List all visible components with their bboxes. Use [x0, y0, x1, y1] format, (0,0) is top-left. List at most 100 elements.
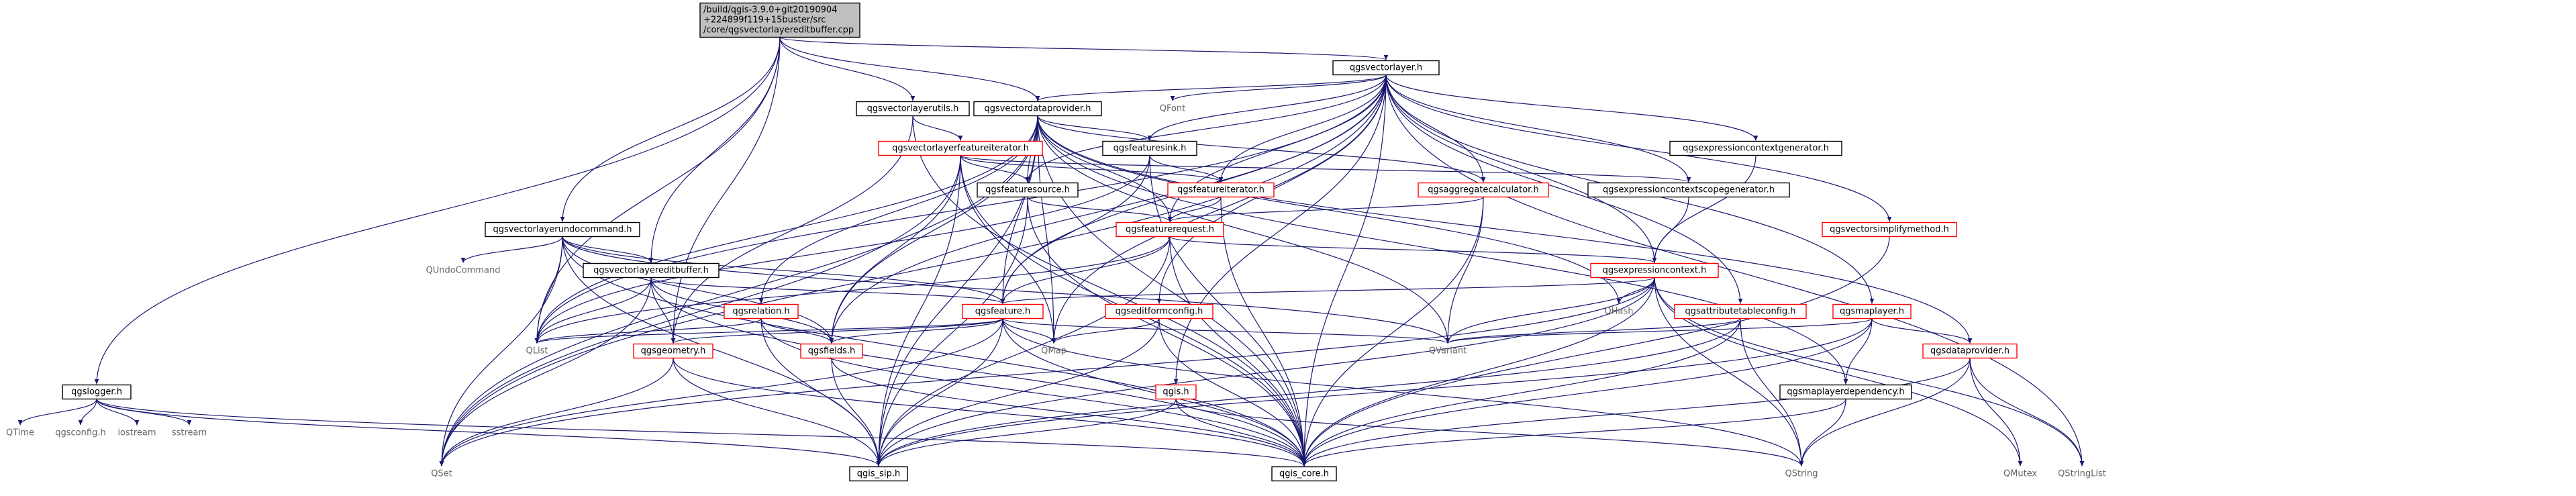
edge-qgsvectorlayerundocommand-to-qgsvectorlayereditbuffer	[562, 236, 654, 263]
edge-qgsexpressioncontext-to-qgis_sip	[876, 277, 1655, 466]
edge-qgsexpressioncontext-to-qstring	[1654, 277, 1804, 466]
edge-qgsfeature-to-qlist	[534, 317, 1003, 344]
node-box-qgseditformconfig	[1105, 303, 1213, 319]
node-qgsfeatureiterator[interactable]: qgsfeatureiterator.h	[1167, 182, 1275, 198]
node-label-qmutex: QMutex	[2003, 469, 2038, 479]
node-box-qgsmaplayer	[1832, 303, 1912, 319]
edge-qgslogger-to-qgsconfig	[78, 399, 97, 426]
node-box-root	[699, 2, 860, 38]
node-qtime: QTime	[6, 428, 34, 438]
node-qgsvectorlayerutils[interactable]: qgsvectorlayerutils.h	[856, 101, 970, 117]
node-qgis_sip[interactable]: qgis_sip.h	[849, 466, 908, 482]
edge-qgsvectorlayerfeatureiterator-to-qset	[439, 155, 961, 466]
node-qgsmaplayer[interactable]: qgsmaplayer.h	[1832, 303, 1912, 319]
edge-qgsaggregatecalculator-to-qvariant	[1445, 197, 1484, 344]
edge-qgsvectorlayerundocommand-to-qgis_core	[562, 236, 1307, 466]
edge-qgsattributetableconfig-to-qgis_sip	[876, 318, 1741, 466]
node-label-qgsfeaturesource: qgsfeaturesource.h	[985, 185, 1070, 195]
node-qgsfeaturesink[interactable]: qgsfeaturesink.h	[1102, 140, 1197, 156]
edge-qgsvectordataprovider-to-qgsfeaturerequest	[1037, 115, 1173, 222]
node-qgsmaplayerdependency[interactable]: qgsmaplayerdependency.h	[1779, 384, 1912, 400]
edge-qgsfeaturesource-to-qgis_core	[1027, 197, 1307, 466]
node-label-qgsfeature: qgsfeature.h	[975, 307, 1031, 317]
node-label-qstringlist: QStringList	[2058, 469, 2106, 479]
edge-root-to-qgsvectorlayer	[779, 36, 1388, 61]
node-qgis_core[interactable]: qgis_core.h	[1271, 466, 1337, 482]
node-qset: QSet	[431, 469, 452, 479]
node-qgsrelation[interactable]: qgsrelation.h	[724, 303, 799, 319]
edge-qgsvectorlayer-to-qlist	[534, 75, 1387, 344]
edge-qgsvectorlayerfeatureiterator-to-qgsexpressioncontextscopegenerator	[960, 154, 1691, 183]
edge-qgsvectorlayer-to-qgsvectordataprovider	[1035, 74, 1387, 102]
node-label-qtime: QTime	[6, 428, 34, 438]
edge-qgsvectorlayereditbuffer-to-qgis_core	[650, 277, 1307, 466]
node-qgsvectorlayer[interactable]: qgsvectorlayer.h	[1332, 60, 1440, 76]
edge-qgsmaplayerdependency-to-qstring	[1799, 399, 1846, 466]
edge-qgsvectorlayer-to-qgsvectorsimplifymethod	[1385, 75, 1892, 222]
node-box-qgsexpressioncontext	[1590, 262, 1719, 279]
node-qgsexpressioncontextscopegenerator[interactable]: qgsexpressioncontextscopegenerator.h	[1587, 182, 1790, 198]
edge-qgsvectorlayereditbuffer-to-qgsgeometry	[650, 277, 676, 344]
node-qfont: QFont	[1160, 104, 1186, 114]
edge-qgsgeometry-to-qset	[439, 358, 674, 466]
edge-root-to-qgsvectorlayerutils	[779, 37, 915, 101]
node-box-qgsgeometry	[633, 343, 713, 359]
node-qgsfeaturesource[interactable]: qgsfeaturesource.h	[977, 182, 1079, 198]
edge-qgsexpressioncontext-to-qgis_core	[1301, 277, 1655, 466]
edge-qgsexpressioncontextgenerator-to-qgsexpressioncontext	[1652, 155, 1756, 263]
edge-qgsvectorlayer-to-qfont	[1170, 74, 1387, 102]
node-qgsgeometry[interactable]: qgsgeometry.h	[633, 343, 713, 359]
node-label-qgsattributetableconfig: qgsattributetableconfig.h	[1685, 307, 1795, 317]
node-label-qgsexpressioncontext: qgsexpressioncontext.h	[1603, 266, 1707, 276]
node-qmap: QMap	[1041, 346, 1067, 356]
edge-qgsattributetableconfig-to-qvariant	[1445, 317, 1741, 344]
node-label-sstream: sstream	[172, 428, 207, 438]
node-label-qgsfeaturerequest: qgsfeaturerequest.h	[1126, 225, 1214, 235]
node-qgsexpressioncontextgenerator[interactable]: qgsexpressioncontextgenerator.h	[1669, 140, 1842, 156]
node-qgsvectorlayerfeatureiterator[interactable]: qgsvectorlayerfeatureiterator.h	[878, 140, 1043, 156]
node-qundocommand: QUndoCommand	[426, 266, 500, 276]
edge-qgsvectorlayer-to-qset	[439, 75, 1387, 466]
node-qgis[interactable]: qgis.h	[1155, 384, 1197, 400]
node-label-qgsexpressioncontextscopegenerator: qgsexpressioncontextscopegenerator.h	[1603, 185, 1775, 195]
edge-qgsvectordataprovider-to-qlist	[534, 115, 1038, 344]
node-qgsattributetableconfig[interactable]: qgsattributetableconfig.h	[1674, 303, 1807, 319]
node-qgsfeaturerequest[interactable]: qgsfeaturerequest.h	[1116, 221, 1224, 238]
node-qgsexpressioncontext[interactable]: qgsexpressioncontext.h	[1590, 262, 1719, 279]
node-label-qgsdataprovider: qgsdataprovider.h	[1930, 346, 2010, 356]
edge-qgsfeature-to-qgis_core	[1002, 318, 1307, 466]
node-qgsvectorsimplifymethod[interactable]: qgsvectorsimplifymethod.h	[1822, 221, 1957, 238]
edge-qgsrelation-to-qlist	[534, 317, 762, 344]
edge-root-to-qlist	[534, 37, 781, 344]
node-qgsvectorlayerundocommand[interactable]: qgsvectorlayerundocommand.h	[485, 221, 640, 238]
node-label-qgsfields: qgsfields.h	[808, 346, 855, 356]
edge-qgsfeaturerequest-to-qlist	[534, 236, 1171, 344]
node-label-qlist: QList	[526, 346, 548, 356]
node-qgsvectorlayereditbuffer[interactable]: qgsvectorlayereditbuffer.h	[583, 262, 720, 279]
node-qgseditformconfig[interactable]: qgseditformconfig.h	[1105, 303, 1213, 319]
edge-qgsvectorlayereditbuffer-to-qset	[439, 277, 652, 466]
edge-qgsvectorlayer-to-qgsaggregatecalculator	[1385, 75, 1486, 183]
edge-qgsvectordataprovider-to-qgsaggregatecalculator	[1037, 115, 1486, 183]
node-qgsdataprovider[interactable]: qgsdataprovider.h	[1922, 343, 2018, 359]
node-label-iostream: iostream	[117, 428, 156, 438]
edge-qgsvectorlayer-to-qgis_core	[1301, 75, 1387, 466]
node-box-qgsfields	[800, 343, 863, 359]
edge-qgsvectorlayerfeatureiterator-to-qgis_sip	[876, 155, 961, 466]
edge-qgsdataprovider-to-qmutex	[1969, 358, 2023, 466]
node-qmutex: QMutex	[2003, 469, 2038, 479]
node-label-qgis_core: qgis_core.h	[1279, 469, 1329, 479]
node-label-qgsexpressioncontextgenerator: qgsexpressioncontextgenerator.h	[1683, 144, 1829, 154]
node-qgsaggregatecalculator[interactable]: qgsaggregatecalculator.h	[1418, 182, 1549, 198]
node-label-qstring: QString	[1785, 469, 1818, 479]
node-qgsfeature[interactable]: qgsfeature.h	[962, 303, 1044, 319]
edge-qgsvectorsimplifymethod-to-qgis_core	[1301, 236, 1890, 466]
node-qgsvectordataprovider[interactable]: qgsvectordataprovider.h	[973, 101, 1102, 117]
node-qgsfields[interactable]: qgsfields.h	[800, 343, 863, 359]
edge-qgsfeature-to-qset	[439, 318, 1003, 466]
edge-qgsfeaturerequest-to-qgis_sip	[876, 236, 1171, 466]
node-root[interactable]: /build/qgis-3.9.0+git20190904+224899f119…	[699, 2, 860, 38]
node-qgslogger[interactable]: qgslogger.h	[62, 384, 132, 400]
node-qstringlist: QStringList	[2058, 469, 2106, 479]
edge-qgsvectorlayer-to-qgsexpressioncontextgenerator	[1385, 75, 1758, 141]
